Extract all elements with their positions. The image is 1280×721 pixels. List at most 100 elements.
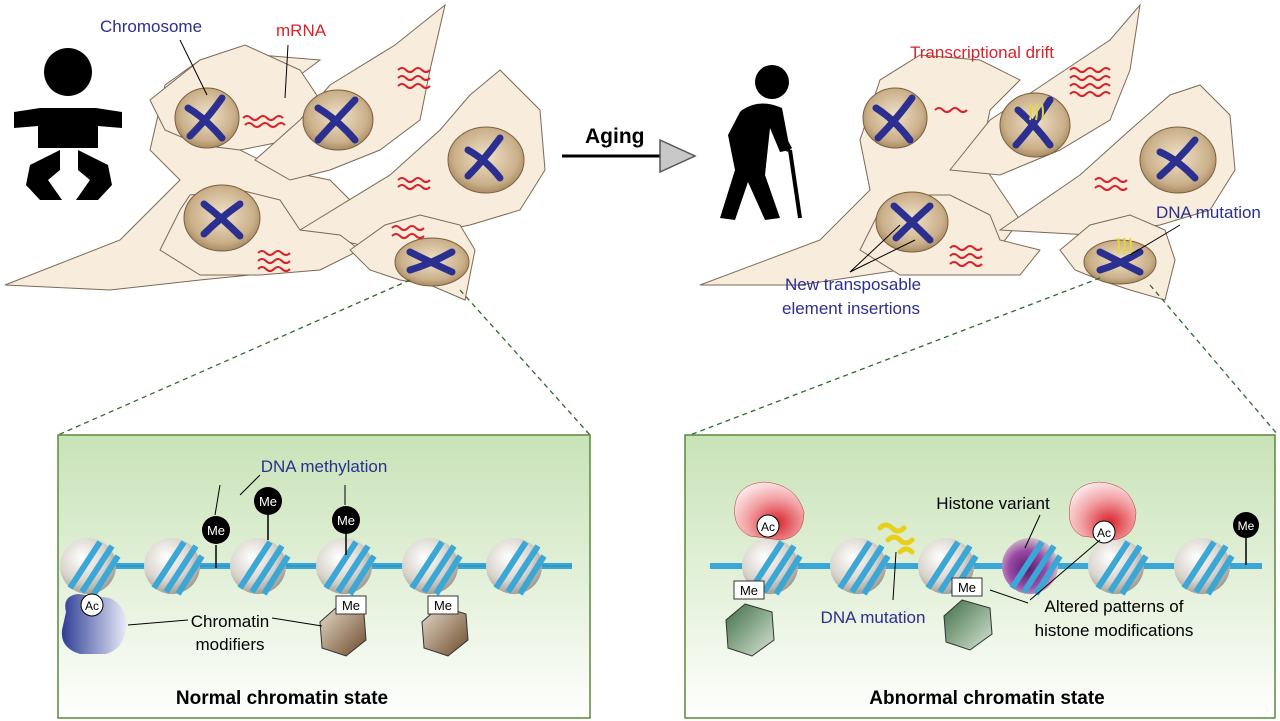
- dna-mutation-icon: [877, 522, 915, 555]
- te-pointer: [849, 239, 916, 273]
- mrna-icon: [397, 83, 431, 89]
- acetyl-mark-icon: [756, 514, 780, 538]
- chromatin-modifier-methyltransferase: [725, 603, 775, 657]
- mrna-icon: [934, 107, 968, 113]
- chromatin-modifier-methyltransferase: [421, 605, 469, 657]
- chromosome-pointer: [179, 39, 208, 96]
- elderly-person-icon: [720, 65, 802, 220]
- mrna-icon: [1094, 177, 1128, 183]
- young-chromosomes: [184, 94, 504, 276]
- histone-variant-label: Histone variant: [936, 494, 1050, 513]
- mrna-icon: [1069, 91, 1111, 97]
- altered-patterns-label-line1: Altered patterns of: [1045, 597, 1184, 616]
- methyl-mark-icon: [202, 516, 230, 544]
- nucleosomes: [60, 538, 547, 596]
- mrna-icon: [244, 122, 286, 128]
- svg-text:Me: Me: [259, 494, 277, 509]
- nucleosome: [830, 538, 891, 596]
- chromosome-icon: [314, 96, 359, 144]
- mrna-icon: [1069, 83, 1111, 89]
- dna-mutation-label-top: DNA mutation: [1156, 203, 1261, 222]
- chromosome-icon: [890, 202, 934, 244]
- acetyl-mark-icon: [1092, 520, 1116, 544]
- aging-label: Aging: [585, 125, 644, 148]
- mrna-icon: [391, 225, 425, 231]
- young-mrna: [242, 67, 431, 272]
- nucleosome: [742, 538, 803, 596]
- nucleosome: [1174, 538, 1235, 596]
- mrna-label: mRNA: [276, 21, 327, 40]
- svg-text:Me: Me: [1238, 519, 1255, 533]
- normal-chromatin-inset: DNA methylation Me Me Me: [57, 434, 591, 719]
- svg-text:Ac: Ac: [1097, 526, 1111, 540]
- methyl-mark-icon: [1233, 512, 1259, 538]
- svg-text:Me: Me: [740, 583, 758, 598]
- mrna-icon: [397, 177, 431, 183]
- mrna-icon: [242, 115, 284, 121]
- mrna-icon: [1069, 75, 1111, 81]
- te-label-line2: element insertions: [782, 299, 920, 318]
- zoom-lines: [57, 277, 1279, 436]
- chromosome-icon: [872, 94, 916, 144]
- old-chromosomes: [872, 94, 1199, 276]
- abnormal-chromatin-title: Abnormal chromatin state: [869, 688, 1104, 709]
- abnormal-chromatin-inset: Ac Ac Me Me Me Histone variant DNA mutat…: [684, 434, 1276, 719]
- mrna-pointer: [284, 44, 289, 99]
- reader-protein: [1069, 481, 1137, 541]
- histone-variant-nucleosome: [1002, 538, 1063, 596]
- old-mutation-marks: [1029, 103, 1132, 255]
- nucleosome: [486, 538, 547, 596]
- mrna-icon: [397, 67, 431, 73]
- chromosome-icon: [1012, 96, 1054, 149]
- nucleosome: [60, 538, 121, 596]
- transcriptional-drift-label: Transcriptional drift: [910, 43, 1054, 62]
- mrna-icon: [949, 261, 983, 267]
- dna-mutation-pointer: [1129, 224, 1181, 256]
- chromosome-icon: [1156, 136, 1199, 182]
- arrow-right-icon: [562, 138, 697, 174]
- methyl-mark-icon: [332, 506, 360, 534]
- nucleosome: [1088, 538, 1149, 596]
- mrna-icon: [257, 258, 291, 264]
- svg-text:Me: Me: [207, 523, 225, 538]
- chromosome-icon: [406, 248, 456, 276]
- mrna-icon: [1094, 185, 1128, 191]
- svg-text:Ac: Ac: [761, 520, 775, 534]
- dna-methylation-label: DNA methylation: [261, 457, 388, 476]
- mrna-icon: [949, 253, 983, 259]
- chromosome-icon: [464, 134, 504, 182]
- mrna-icon: [397, 184, 431, 190]
- chromosome-icon: [200, 200, 244, 240]
- mrna-icon: [397, 75, 431, 81]
- chromosome-label: Chromosome: [100, 17, 202, 36]
- chromosome-icon: [1096, 248, 1144, 276]
- old-mrna: [934, 67, 1128, 267]
- te-label-line1: New transposable: [785, 275, 921, 294]
- svg-text:Me: Me: [434, 598, 452, 613]
- normal-chromatin-title: Normal chromatin state: [176, 688, 388, 709]
- chromatin-modifiers-label-line2: modifiers: [196, 635, 265, 654]
- altered-patterns-label-line2: histone modifications: [1035, 621, 1194, 640]
- chromatin-modifier-acetyltransferase: [61, 594, 126, 654]
- svg-text:Me: Me: [342, 598, 360, 613]
- svg-text:Me: Me: [337, 513, 355, 528]
- svg-text:Me: Me: [958, 580, 976, 595]
- nucleosome: [144, 538, 205, 596]
- methyl-marks: Me Me Me: [202, 487, 360, 568]
- chromatin-modifiers-label-line1: Chromatin: [191, 612, 269, 631]
- dna-mutation-label-bottom: DNA mutation: [821, 608, 926, 627]
- nucleosome: [230, 538, 291, 596]
- svg-text:Ac: Ac: [85, 599, 99, 613]
- chromatin-modifier-methyltransferase: [943, 599, 993, 651]
- methyl-mark-icon: [254, 487, 282, 515]
- mrna-icon: [257, 266, 291, 272]
- nucleosome: [402, 538, 463, 596]
- baby-icon: [14, 48, 122, 200]
- acetyl-mark-icon: [80, 593, 104, 617]
- mrna-icon: [949, 245, 983, 251]
- mrna-icon: [1069, 67, 1111, 73]
- chromosome-icon: [184, 94, 226, 142]
- mrna-icon: [257, 250, 291, 256]
- nucleosome: [316, 538, 377, 596]
